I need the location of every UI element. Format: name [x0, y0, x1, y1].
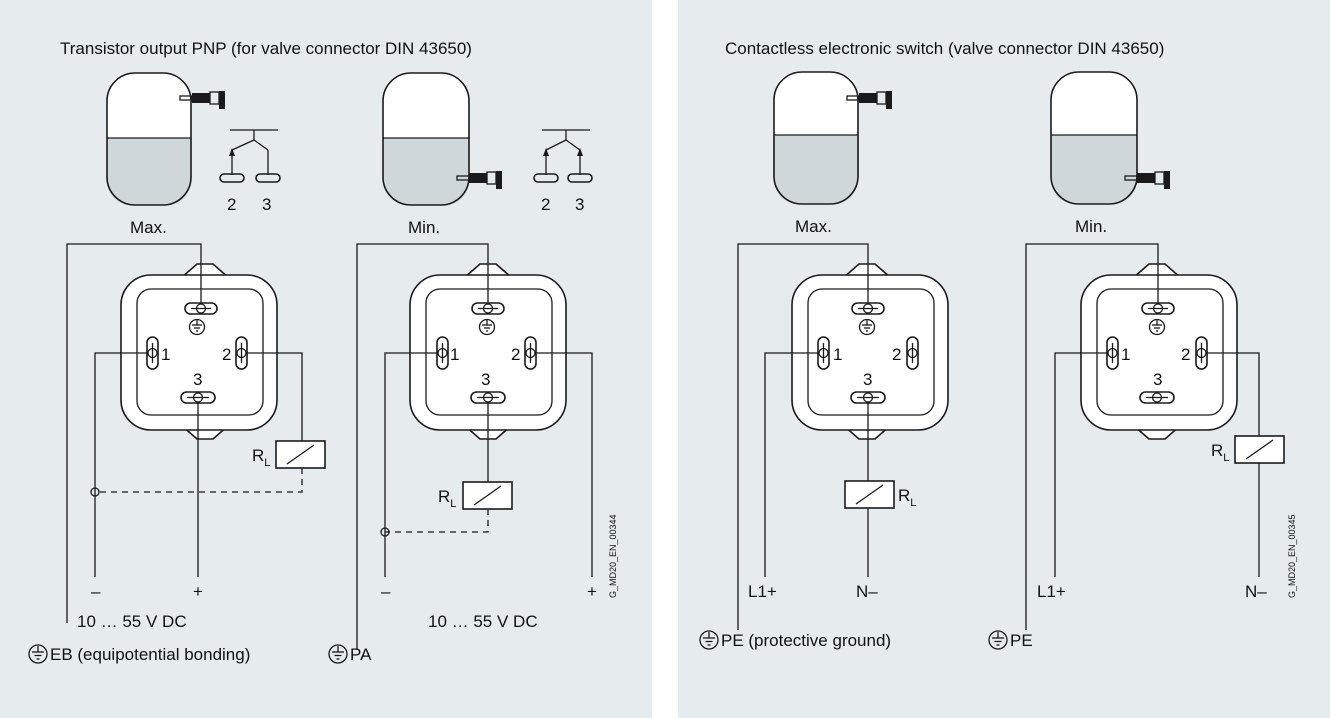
load-label: RL: [252, 446, 270, 469]
load-resistor: [462, 481, 513, 510]
pin-label: 2: [511, 345, 520, 364]
level-sensor-icon: [1124, 171, 1170, 189]
panel-title: Transistor output PNP (for valve connect…: [60, 39, 472, 58]
junction-node: [90, 487, 100, 497]
wire-ground: [66, 243, 202, 623]
pin-label: 3: [193, 370, 202, 389]
level-sensor-icon: [179, 91, 225, 109]
wire-load-return: [95, 468, 303, 493]
wire-pin2: [247, 352, 303, 441]
load-resistor: [275, 440, 326, 469]
level-sensor-icon: [846, 91, 892, 109]
terminal-plus: +: [587, 582, 597, 601]
tank-min: [1050, 71, 1138, 205]
wire-pin2: [536, 352, 593, 577]
terminal-minus: –: [91, 582, 101, 601]
level-sensor-icon: [456, 171, 502, 189]
supply-voltage: 10 … 55 V DC: [428, 612, 538, 631]
load-label: RL: [898, 486, 916, 509]
tank-label-min: Min.: [408, 218, 440, 237]
switch-contact-symbol: [219, 129, 281, 183]
tank-label-max: Max.: [795, 217, 832, 236]
valve-connector: [791, 263, 949, 440]
ground-label-pe: PE (protective ground): [721, 631, 891, 650]
terminal-neutral: N–: [1245, 582, 1267, 601]
wire-pin1: [384, 352, 437, 577]
diagram-pnp: Transistor output PNP (for valve connect…: [28, 39, 618, 664]
wire-pin1: [1054, 352, 1107, 577]
pin-label: 2: [222, 345, 231, 364]
tank-label-max: Max.: [130, 218, 167, 237]
ground-label-eb: EB (equipotential bonding): [50, 645, 250, 664]
pin-label: 1: [1121, 345, 1130, 364]
ground-icon: [988, 630, 1008, 650]
pin-label: 1: [450, 345, 459, 364]
load-resistor: [844, 480, 895, 509]
drawing-code: G_MD20_EN_00345: [1287, 514, 1297, 598]
load-label: RL: [438, 487, 456, 510]
load-resistor: [1234, 435, 1285, 464]
wire-pin1: [94, 352, 147, 577]
ground-icon: [699, 630, 719, 650]
switch-contact-symbol: [533, 129, 593, 183]
supply-voltage: 10 … 55 V DC: [77, 612, 187, 631]
panel-contactless: Contactless electronic switch (valve con…: [678, 0, 1330, 718]
ground-icon: [28, 644, 48, 664]
contact-number: 2: [227, 195, 236, 214]
ground-icon: [328, 644, 348, 664]
terminal-neutral: N–: [856, 582, 878, 601]
terminal-l1: L1+: [748, 582, 777, 601]
panel-title: Contactless electronic switch (valve con…: [725, 39, 1164, 58]
tank-min: [382, 72, 470, 206]
wire-ground: [1025, 243, 1159, 630]
ground-label-pe: PE: [1010, 631, 1033, 650]
ground-label-pa: PA: [350, 645, 372, 664]
diagram-contactless: Contactless electronic switch (valve con…: [699, 39, 1297, 650]
wire-ground: [737, 243, 869, 630]
pin-label: 3: [481, 370, 490, 389]
valve-connector: [120, 263, 278, 440]
contact-number: 3: [262, 195, 271, 214]
pin-label: 1: [161, 345, 170, 364]
drawing-code: G_MD20_EN_00344: [608, 514, 618, 598]
contact-number: 2: [541, 195, 550, 214]
pin-label: 3: [863, 370, 872, 389]
tank-max: [106, 72, 192, 206]
load-label: RL: [1211, 441, 1229, 464]
pin-label: 3: [1153, 370, 1162, 389]
terminal-plus: +: [193, 582, 203, 601]
panel-pnp: Transistor output PNP (for valve connect…: [0, 0, 652, 718]
junction-node: [380, 527, 390, 537]
pin-label: 1: [833, 345, 842, 364]
wire-ground: [356, 243, 489, 650]
valve-connector: [1080, 263, 1238, 440]
tank-max: [773, 71, 859, 205]
wire-pin2: [1207, 352, 1260, 436]
wire-pin1: [764, 352, 818, 577]
wire-load-return: [385, 509, 489, 533]
terminal-l1: L1+: [1037, 582, 1066, 601]
pin-label: 2: [1181, 345, 1190, 364]
terminal-minus: –: [381, 582, 391, 601]
tank-label-min: Min.: [1075, 217, 1107, 236]
contact-number: 3: [575, 195, 584, 214]
pin-label: 2: [892, 345, 901, 364]
